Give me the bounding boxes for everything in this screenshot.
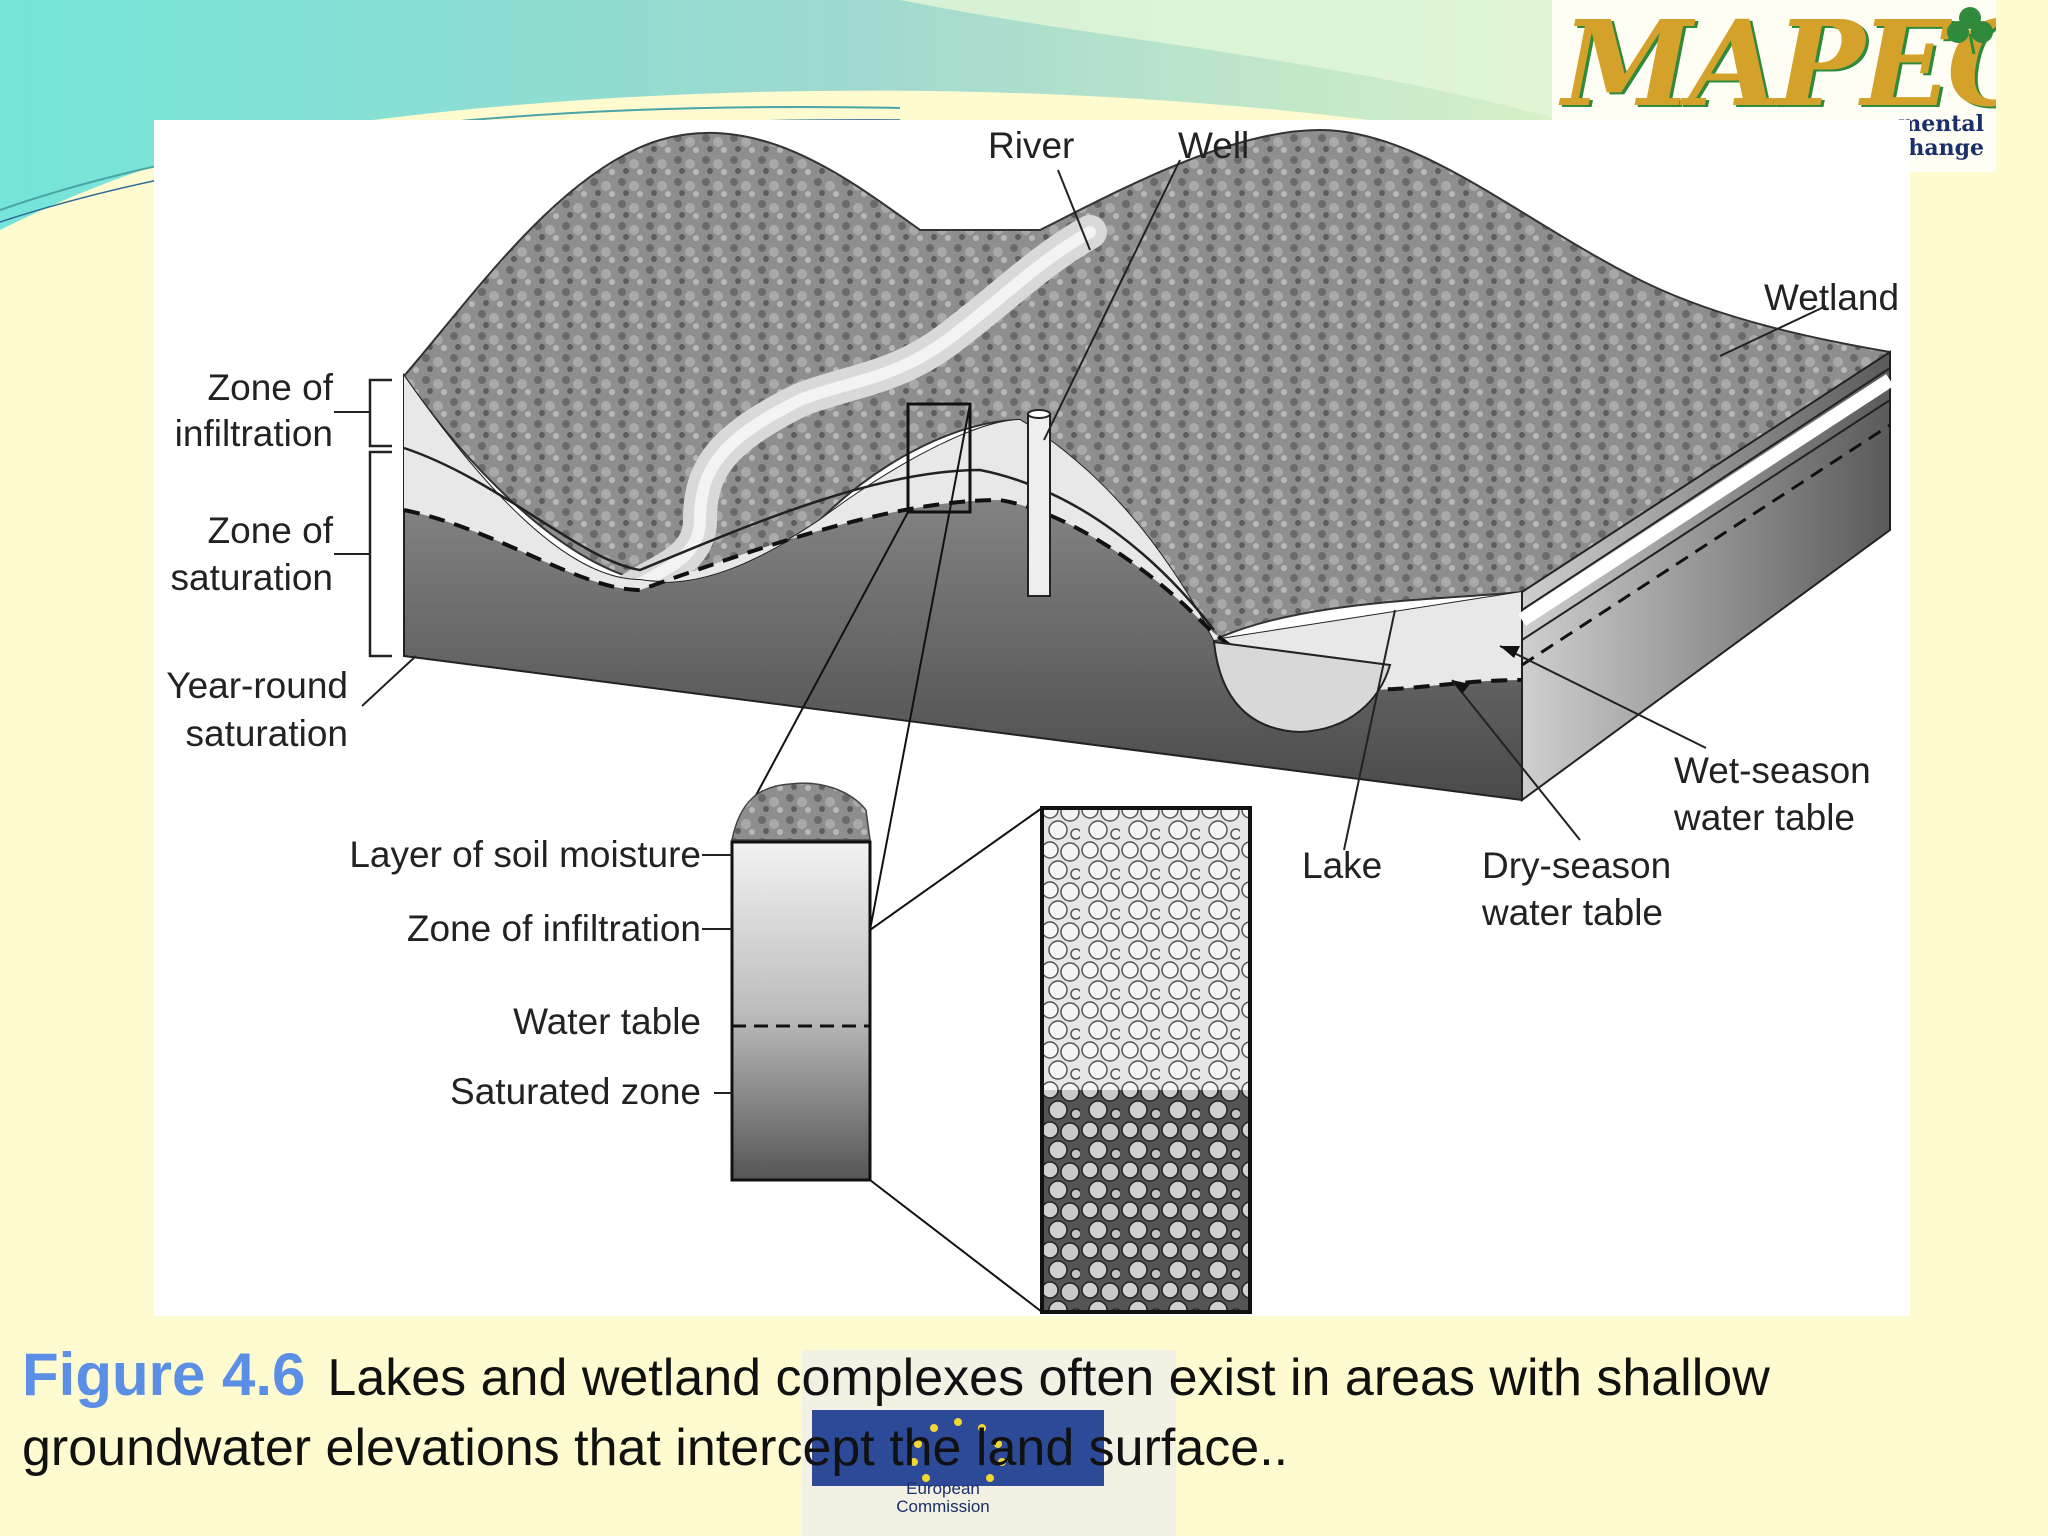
mapec-logo: MAPEC mental hange (1552, 0, 1996, 172)
soil-column-vegetation (731, 782, 871, 841)
eu-logo-line1: European (906, 1479, 980, 1498)
label-zone-saturation-1: Zone of (208, 510, 334, 551)
label-year-round-1: Year-round (166, 665, 348, 706)
label-wetland: Wetland (1764, 277, 1899, 318)
label-dry-season-1: Dry-season (1482, 845, 1671, 886)
mapec-logo-subtitle: mental hange (1898, 112, 1984, 160)
label-wet-season-1: Wet-season (1674, 750, 1871, 791)
label-saturated-zone: Saturated zone (450, 1071, 701, 1112)
zoom-box (906, 402, 972, 514)
european-commission-logo (802, 1350, 1176, 1536)
label-wet-season-2: water table (1673, 797, 1855, 838)
label-year-round-2: saturation (186, 713, 349, 754)
label-zone-saturation-2: saturation (171, 557, 334, 598)
logo-subtitle-line1: mental (1897, 111, 1984, 137)
label-zone-infiltration-column: Zone of infiltration (407, 908, 701, 949)
groundwater-diagram: River Well Wetland Zone of infiltration … (154, 120, 1910, 1316)
label-zone-infiltration-1: Zone of (208, 367, 334, 408)
label-water-table: Water table (513, 1001, 701, 1042)
label-river: River (988, 125, 1074, 166)
soil-column (730, 840, 872, 1182)
block-side-face (1521, 350, 1891, 802)
bracket-saturation (368, 450, 392, 658)
caption-text: Lakes and wetland complexes often exist … (22, 1349, 1770, 1477)
well-pipe (1027, 413, 1051, 597)
label-dry-season-2: water table (1481, 892, 1663, 933)
eu-logo-text: European Commission (802, 1480, 1084, 1516)
figure-number: Figure 4.6 (22, 1341, 306, 1408)
label-zone-infiltration-2: infiltration (175, 413, 333, 454)
mapec-logo-wordmark: MAPEC (1562, 0, 1996, 133)
label-well: Well (1178, 125, 1249, 166)
label-soil-moisture: Layer of soil moisture (349, 834, 701, 875)
diagram-drawing: River Well Wetland Zone of infiltration … (166, 125, 1899, 1314)
clover-icon (1947, 7, 1993, 55)
bracket-infiltration (368, 378, 392, 448)
eu-logo-line2: Commission (896, 1497, 990, 1516)
label-lake: Lake (1302, 845, 1382, 886)
logo-subtitle-line2: hange (1908, 135, 1984, 161)
